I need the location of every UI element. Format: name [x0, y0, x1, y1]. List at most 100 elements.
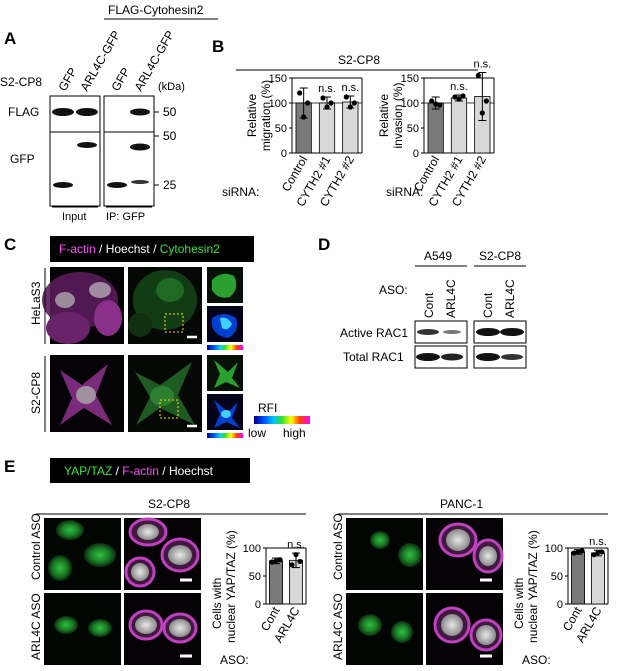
- panel-a-cell-line: S2-CP8: [0, 75, 42, 89]
- legend-hoechst: Hoechst: [169, 464, 214, 478]
- data-point: [433, 101, 439, 107]
- legend-factin: F-actin: [122, 464, 159, 478]
- row-label-s2cp8-arl4c: ARL4C ASO: [29, 593, 43, 660]
- nucleus: [135, 616, 157, 634]
- panel-c-legend: F-actin / Hoechst / Cytohesin2: [59, 242, 220, 256]
- cell-shape: [156, 278, 184, 302]
- data-point: [269, 559, 275, 565]
- panel-a-header: FLAG-Cytohesin2: [108, 3, 204, 17]
- e1-ylabel-2: nuclear YAP/TAZ (%): [224, 530, 238, 643]
- cell-shape: [128, 313, 152, 337]
- data-point: [301, 114, 307, 120]
- band: [476, 353, 500, 361]
- legend-hoechst: Hoechst: [106, 242, 151, 256]
- cell-shape: [46, 312, 90, 344]
- blot-active-a549: [414, 320, 468, 344]
- cell-shape: [84, 543, 116, 567]
- panel-d-lane-3: Cont: [481, 292, 495, 318]
- rfi-high: high: [283, 426, 306, 440]
- y-axis-label: Relative: [245, 94, 259, 138]
- band: [441, 353, 463, 361]
- cell-shape: [48, 555, 72, 581]
- y-tick-label: 100: [243, 543, 261, 555]
- data-point: [571, 550, 577, 556]
- zoom-box: [159, 399, 179, 419]
- panel-e-legend-box: [50, 458, 250, 483]
- row-label-panc1-control: Control ASO: [331, 513, 345, 580]
- band: [76, 108, 98, 116]
- panel-e-group-s2cp8: S2-CP8: [148, 497, 190, 511]
- row-label-s2cp8: S2-CP8: [29, 372, 43, 414]
- panel-d-lane-4: ARL4C: [503, 279, 517, 318]
- data-point: [351, 100, 357, 106]
- y-axis-label: Relative: [377, 94, 391, 138]
- rfi-title: RFI: [258, 401, 277, 415]
- annotation-ns: n.s.: [450, 81, 468, 93]
- panel-d-group-a549: A549: [424, 249, 452, 263]
- y-tick-label: 0: [255, 599, 261, 611]
- panel-d-aso: ASO:: [379, 283, 408, 297]
- rfi-colorbar: [254, 416, 310, 424]
- zoom-box: [164, 313, 184, 333]
- data-point: [475, 72, 481, 79]
- data-point: [483, 98, 489, 104]
- colorbar-small: [207, 345, 243, 350]
- cell-shape: [370, 531, 390, 549]
- cell-shape: [88, 619, 112, 637]
- data-point: [305, 100, 311, 106]
- e2-ylabel-1: Cells with: [512, 578, 526, 629]
- data-point: [347, 104, 353, 110]
- data-point: [591, 552, 597, 558]
- annotation-ns: n.s.: [287, 539, 305, 551]
- panel-d-row-total: Total RAC1: [343, 350, 404, 364]
- cell-shape: [220, 317, 232, 330]
- bar: [591, 552, 606, 605]
- cell-shape: [54, 616, 78, 634]
- panel-d-lane-2: ARL4C: [444, 279, 458, 318]
- legend-sep: /: [96, 242, 106, 256]
- data-point: [456, 96, 462, 102]
- y-tick-label: 50: [407, 123, 419, 135]
- y-tick-label: 0: [413, 148, 419, 160]
- data-point: [343, 94, 349, 100]
- nucleus: [89, 282, 111, 298]
- nucleus: [446, 529, 470, 551]
- y-tick-label: 50: [249, 571, 261, 583]
- data-point: [297, 558, 303, 565]
- nucleus: [441, 614, 463, 636]
- nucleus: [479, 546, 497, 566]
- data-point: [277, 557, 283, 563]
- annotation-ns: n.s.: [341, 82, 359, 94]
- data-point: [297, 90, 303, 96]
- panel-b-sirna-2: siRNA:: [386, 185, 423, 199]
- bar: [268, 560, 283, 605]
- cell-shape: [358, 614, 382, 636]
- data-point: [320, 95, 326, 101]
- data-point: [599, 549, 605, 555]
- data-point: [328, 100, 334, 106]
- data-point: [429, 98, 435, 104]
- bar: [342, 101, 359, 154]
- data-point: [460, 93, 466, 99]
- legend-sep: /: [150, 242, 160, 256]
- y-tick-label: 100: [401, 98, 419, 110]
- annotation-ns: n.s.: [318, 83, 336, 95]
- panel-a-lane-1: GFP: [55, 65, 79, 93]
- panel-d: D A549 S2-CP8 ASO: Cont ARL4C Cont ARL4C…: [318, 235, 527, 369]
- legend-yap: YAP/TAZ: [64, 464, 112, 478]
- nucleus: [476, 625, 496, 645]
- marker-50-gfp: 50: [163, 129, 177, 143]
- data-point: [479, 110, 485, 116]
- y-tick-label: 0: [281, 148, 287, 160]
- y-axis-label: migration (%): [259, 80, 273, 151]
- panel-d-row-active: Active RAC1: [340, 326, 408, 340]
- panel-e: E YAP/TAZ / F-actin / Hoechst S2-CP8 PAN…: [4, 457, 609, 667]
- band: [53, 182, 73, 188]
- nucleus: [168, 545, 192, 565]
- panel-b: B S2-CP8 siRNA: siRNA: 050100150ControlC…: [212, 37, 495, 209]
- legend-cytohesin2: Cytohesin2: [160, 242, 220, 256]
- row-label-helas3: HeLaS3: [29, 281, 43, 325]
- data-point: [324, 104, 330, 110]
